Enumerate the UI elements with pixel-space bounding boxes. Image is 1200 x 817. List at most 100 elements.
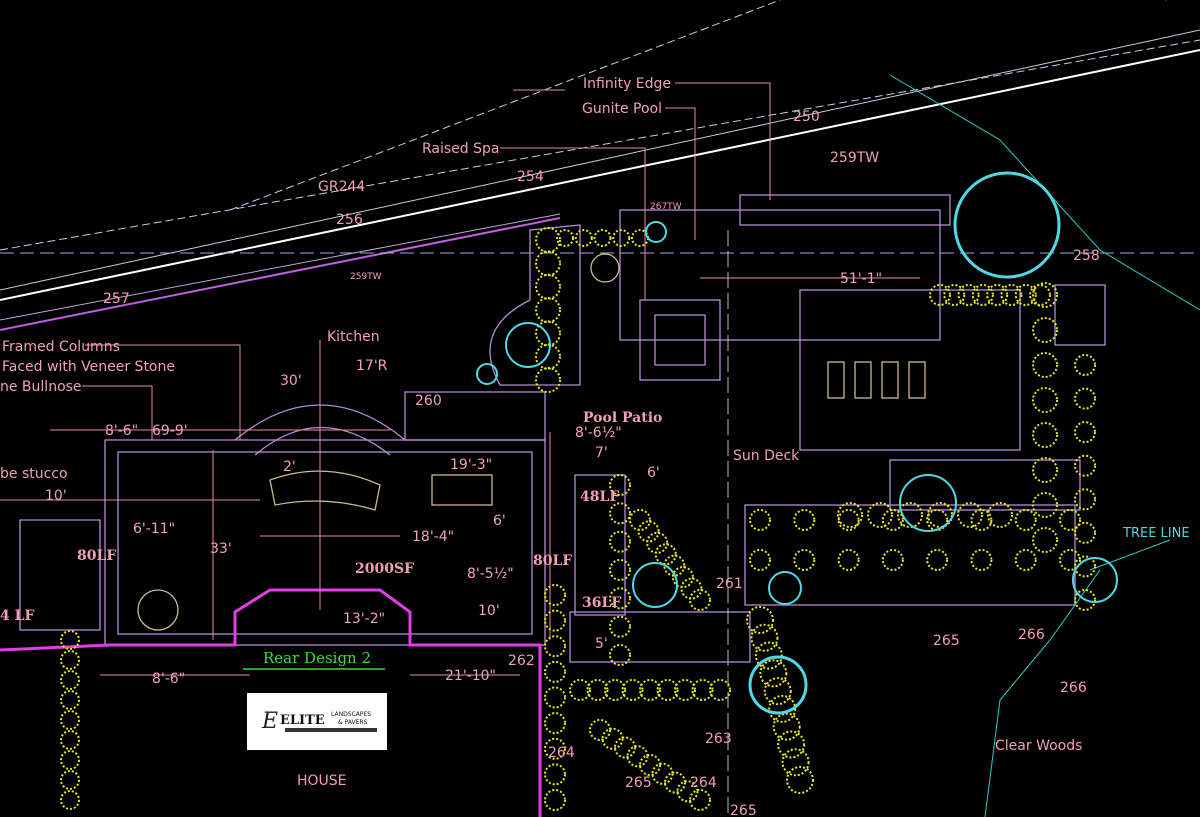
shrub-icon bbox=[1074, 387, 1096, 410]
shrub-icon bbox=[1059, 509, 1081, 531]
shrub-icon bbox=[680, 577, 703, 600]
label-sun-deck: Sun Deck bbox=[733, 448, 800, 464]
shrub-icon bbox=[987, 502, 1013, 528]
shrub-icon bbox=[1074, 488, 1096, 511]
elev-254: 254 bbox=[517, 169, 544, 185]
shrub-icon bbox=[1059, 549, 1081, 571]
shrub-icon bbox=[544, 635, 566, 658]
dim-8-6: 8'-6" bbox=[105, 423, 138, 439]
shrub-icon bbox=[1032, 527, 1058, 553]
shrub-icon bbox=[544, 584, 566, 606]
shrub-icon bbox=[763, 677, 792, 706]
shrub-icon bbox=[609, 530, 631, 553]
shrub-icon bbox=[749, 549, 771, 571]
elev-256: 256 bbox=[336, 212, 363, 228]
shrub-icon bbox=[656, 679, 679, 701]
tree-icon bbox=[748, 655, 808, 715]
elev-259tw: 259TW bbox=[830, 150, 879, 166]
shrub-icon bbox=[759, 659, 788, 688]
shrub-icon bbox=[881, 509, 904, 531]
elev-250: 250 bbox=[793, 109, 820, 125]
shrub-icon bbox=[927, 502, 953, 528]
shrub-icon bbox=[674, 679, 696, 701]
shrub-icon bbox=[1074, 421, 1096, 444]
elev-263: 263 bbox=[705, 731, 732, 747]
shrub-icon bbox=[60, 650, 80, 670]
elev-262: 262 bbox=[508, 653, 535, 669]
elev-259tw-small: 259TW bbox=[350, 272, 382, 282]
shrub-icon bbox=[609, 615, 631, 638]
dim-6: 6' bbox=[493, 513, 506, 529]
shrub-icon bbox=[897, 502, 923, 528]
shrub-icon bbox=[612, 229, 631, 247]
shrub-icon bbox=[671, 566, 694, 589]
shrub-icon bbox=[556, 229, 574, 247]
dim-6-11: 6'-11" bbox=[133, 521, 175, 537]
dim-51-1: 51'-1" bbox=[840, 271, 882, 287]
svg-text:E: E bbox=[261, 709, 278, 734]
label-bullnose: ne Bullnose bbox=[0, 379, 82, 395]
shrub-icon bbox=[60, 770, 80, 790]
shrub-icon bbox=[646, 531, 669, 554]
shrub-icon bbox=[749, 509, 771, 531]
shrub-icon bbox=[793, 549, 816, 571]
shrub-icon bbox=[663, 554, 686, 577]
shrub-icon bbox=[943, 284, 966, 306]
dim-10: 10' bbox=[45, 488, 67, 504]
shrub-icon bbox=[1032, 492, 1058, 518]
dim-13-2: 13'-2" bbox=[343, 611, 385, 627]
shrub-icon bbox=[535, 320, 561, 347]
tree-icon bbox=[632, 562, 678, 608]
elev-267tw: 267TW bbox=[650, 202, 682, 212]
shrub-icon bbox=[544, 712, 566, 735]
shrub-icon bbox=[881, 549, 904, 571]
shrub-icon bbox=[709, 679, 731, 701]
dim-2: 2' bbox=[283, 459, 296, 475]
label-gunite-pool: Gunite Pool bbox=[582, 101, 662, 117]
dim-33: 33' bbox=[210, 541, 232, 557]
elev-258: 258 bbox=[1073, 248, 1100, 264]
elev-260: 260 bbox=[415, 393, 442, 409]
label-clear-woods: Clear Woods bbox=[995, 738, 1082, 754]
logo-line2: & PAVERS bbox=[338, 719, 368, 726]
tree-icon bbox=[505, 322, 551, 368]
tree-icon bbox=[768, 571, 802, 605]
shrub-icon bbox=[535, 343, 561, 370]
shrub-icon bbox=[60, 710, 80, 730]
trees bbox=[476, 171, 1118, 715]
shrub-icon bbox=[544, 686, 566, 709]
dim-30: 30' bbox=[280, 373, 302, 389]
elev-gr244: GR244 bbox=[318, 179, 365, 195]
label-tree-line: TREE LINE bbox=[1122, 526, 1190, 541]
shrub-icon bbox=[1074, 589, 1096, 611]
dim-19-3: 19'-3" bbox=[450, 457, 492, 473]
dim-4lf: 4 LF bbox=[0, 608, 34, 624]
shrub-icon bbox=[1032, 352, 1058, 378]
dimension-lines bbox=[0, 82, 920, 676]
hardscape-walls bbox=[19, 194, 1106, 817]
shrub-icon bbox=[535, 227, 561, 253]
elev-257: 257 bbox=[103, 291, 130, 307]
label-veneer-stone: Faced with Veneer Stone bbox=[2, 359, 175, 375]
planting-beds bbox=[60, 227, 1096, 811]
shrub-icon bbox=[837, 509, 860, 531]
elev-264b: 264 bbox=[690, 775, 717, 791]
dim-6b: 6' bbox=[647, 465, 660, 481]
dim-17r: 17'R bbox=[356, 358, 388, 374]
elev-261: 261 bbox=[716, 576, 743, 592]
shrub-icon bbox=[1000, 284, 1023, 306]
shrub-icon bbox=[691, 679, 714, 701]
shrub-icon bbox=[1074, 454, 1096, 477]
dim-8-6b: 8'-6" bbox=[152, 671, 185, 687]
spa-table bbox=[590, 253, 620, 283]
shrub-icon bbox=[586, 679, 609, 701]
shrub-icon bbox=[544, 789, 566, 811]
shrub-icon bbox=[793, 509, 816, 531]
label-framed-columns: Framed Columns bbox=[2, 339, 120, 355]
dining-table bbox=[431, 474, 493, 506]
elev-266a: 266 bbox=[1018, 627, 1045, 643]
dim-5: 5' bbox=[595, 636, 608, 652]
dim-80lf: 80LF bbox=[77, 548, 116, 564]
